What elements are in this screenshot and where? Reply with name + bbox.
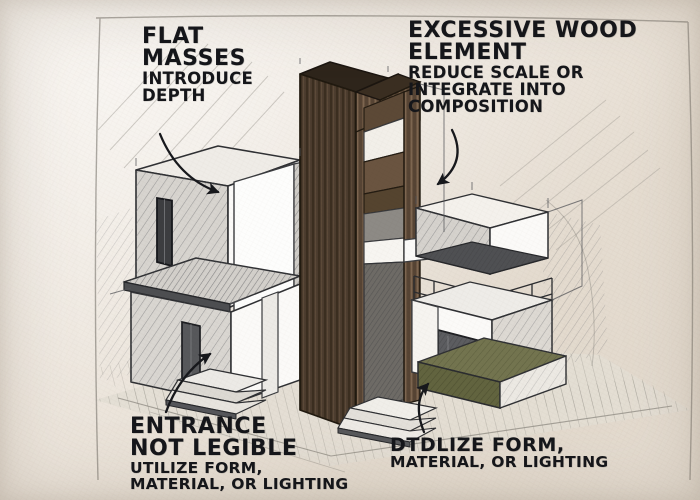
annotation-excessive-wood-sub-3: COMPOSITION	[408, 96, 544, 116]
right-mass-upper	[415, 193, 549, 275]
annotation-excessive-wood-head-2: ELEMENT	[408, 40, 527, 66]
arrow-excessive-wood	[436, 128, 459, 186]
annotation-entrance-sub-2: MATERIAL, OR LIGHTING	[130, 474, 349, 493]
annotation-excessive-wood-sub-2: INTEGRATE INTO	[408, 79, 566, 99]
annotation-flat-masses: FLAT MASSES INTRODUCE DEPTH	[142, 24, 254, 105]
olive-planter-base	[417, 337, 567, 409]
annotation-excessive-wood: EXCESSIVE WOOD ELEMENT REDUCE SCALE OR I…	[408, 18, 638, 116]
annotation-excessive-wood-sub-1: REDUCE SCALE OR	[408, 62, 584, 82]
left-window-tall	[156, 196, 173, 268]
construction-lines	[109, 58, 583, 305]
annotation-entrance-head-2: NOT LEGIBLE	[130, 436, 298, 462]
annotation-flat-masses-sub-1: INTRODUCE	[142, 68, 254, 88]
annotation-flat-masses-head-1: FLAT	[142, 24, 204, 49]
sketch-border	[94, 15, 694, 481]
arrow-flat-masses	[158, 132, 220, 195]
wood-void-frame	[363, 91, 405, 407]
annotation-base-utilize-head-1: DTDLIZE FORM,	[390, 434, 565, 456]
arrow-entrance	[164, 352, 212, 414]
left-mass-lower	[123, 257, 301, 405]
entrance-steps-left	[165, 368, 269, 420]
annotation-flat-masses-sub-2: DEPTH	[142, 85, 206, 105]
annotation-entrance: ENTRANCE NOT LEGIBLE UTILIZE FORM, MATER…	[130, 414, 349, 493]
annotation-base-utilize: DTDLIZE FORM, MATERIAL, OR LIGHTING	[390, 434, 609, 472]
arrow-base-utilize	[416, 382, 430, 434]
annotation-entrance-sub-1: UTILIZE FORM,	[130, 458, 263, 477]
annotation-base-utilize-sub-1: MATERIAL, OR LIGHTING	[390, 453, 609, 472]
annotation-flat-masses-head-2: MASSES	[142, 46, 247, 72]
annotation-entrance-head-1: ENTRANCE	[130, 414, 267, 439]
entrance-steps-centre	[337, 396, 438, 448]
annotation-excessive-wood-head-1: EXCESSIVE WOOD	[408, 18, 638, 43]
annotation-arrows	[158, 128, 459, 434]
